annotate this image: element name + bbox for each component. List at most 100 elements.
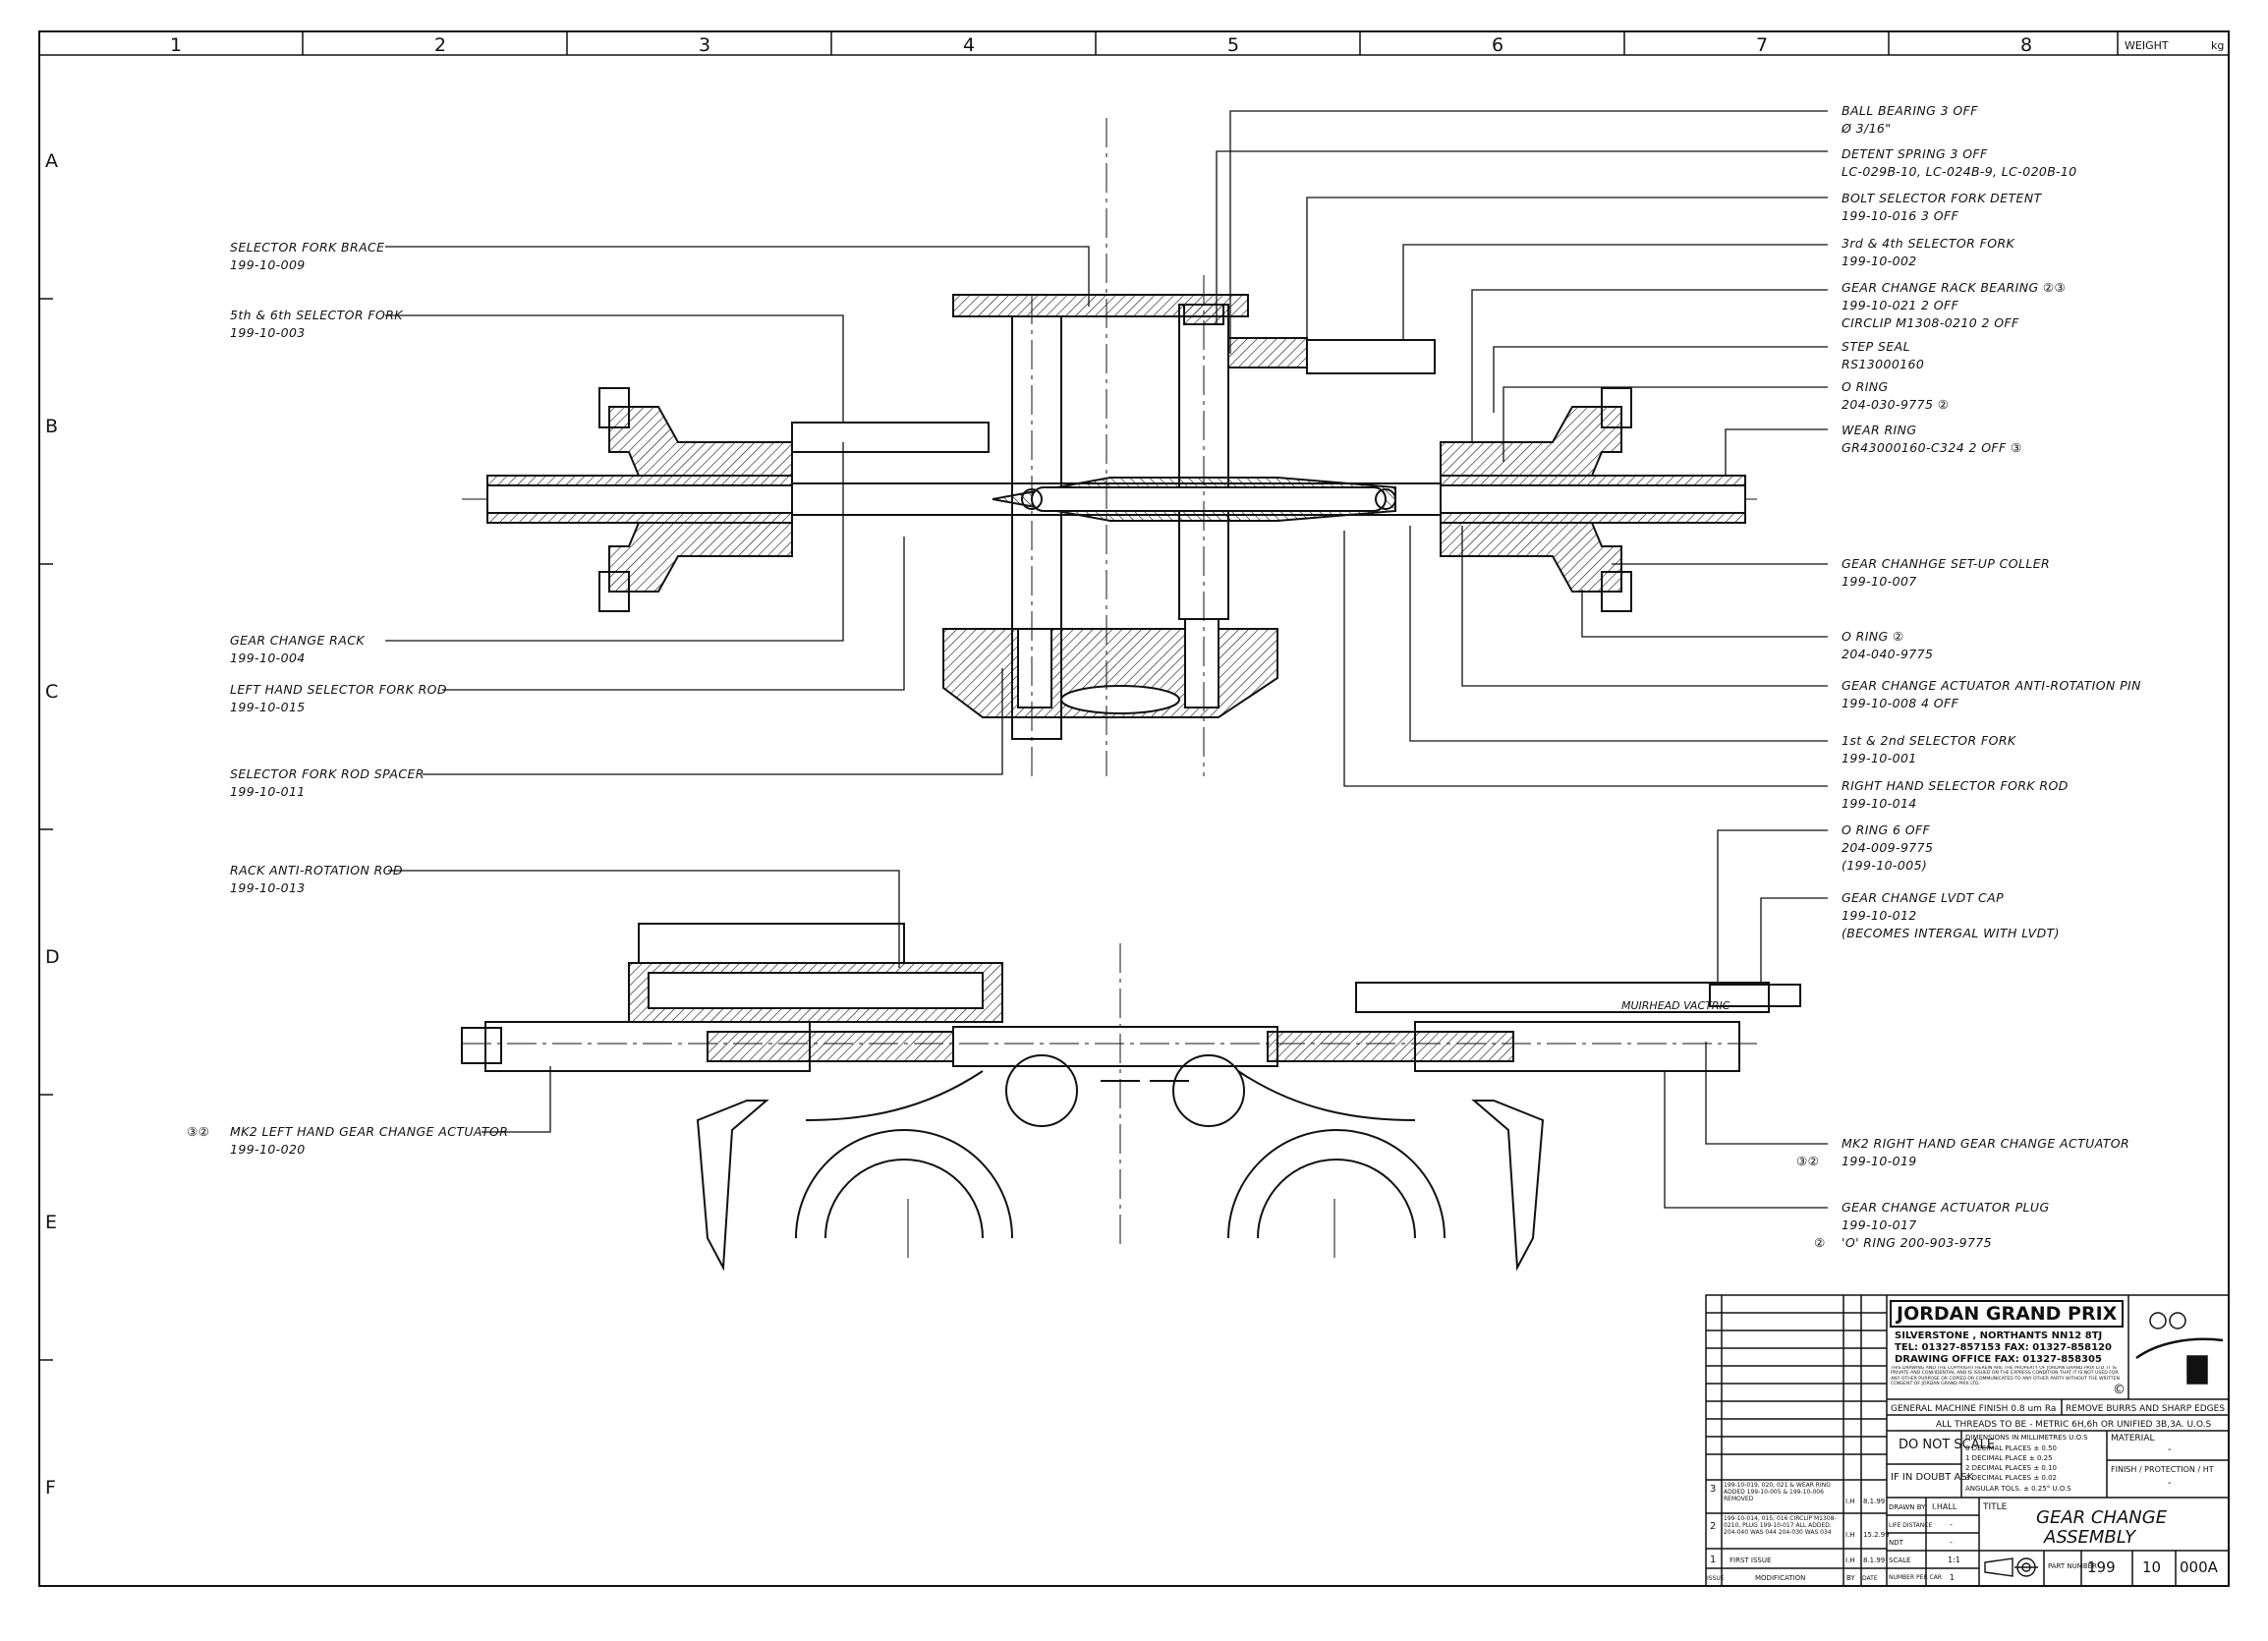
company-phone: TEL: 01327-857153 FAX: 01327-858120 bbox=[1895, 1342, 2112, 1353]
callout-detent-spring: DETENT SPRING 3 OFF LC-029B-10, LC-024B-… bbox=[1842, 146, 2077, 179]
callout-name: STEP SEAL bbox=[1842, 339, 1910, 354]
part-number-label: PART NUMBER bbox=[2048, 1562, 2097, 1570]
callout-number: 199-10-016 3 OFF bbox=[1842, 208, 1959, 223]
rev-1-by: I.H bbox=[1845, 1556, 1855, 1564]
callout-number: 199-10-019 bbox=[1842, 1154, 1917, 1168]
modification-column-header: MODIFICATION bbox=[1755, 1574, 1805, 1582]
sheet-border bbox=[38, 30, 2230, 1587]
callout-number: 204-009-9775 bbox=[1842, 840, 1933, 855]
column-label-6: 6 bbox=[1492, 34, 1503, 56]
rev-2-issue: 2 bbox=[1710, 1521, 1716, 1532]
callout-number: 199-10-009 bbox=[230, 257, 306, 272]
part-number-3: 000A bbox=[2180, 1558, 2219, 1576]
lvdt-label: MUIRHEAD VACTRIC bbox=[1621, 999, 1730, 1012]
if-in-doubt: IF IN DOUBT ASK bbox=[1891, 1472, 1974, 1483]
machine-finish: GENERAL MACHINE FINISH 0.8 um Ra bbox=[1891, 1404, 2056, 1414]
dims-tol-1: 1 DECIMAL PLACE ± 0.25 bbox=[1965, 1454, 2053, 1462]
callout-name: 3rd & 4th SELECTOR FORK bbox=[1842, 236, 2016, 251]
threads-note: ALL THREADS TO BE - METRIC 6H,6h OR UNIF… bbox=[1936, 1420, 2212, 1430]
dims-tol-angular: ANGULAR TOLS. ± 0.25° U.O.S bbox=[1965, 1485, 2071, 1493]
callout-gear-change-rack-bearing: GEAR CHANGE RACK BEARING ②③ 199-10-021 2… bbox=[1842, 280, 2066, 330]
callout-name: MK2 LEFT HAND GEAR CHANGE ACTUATOR bbox=[230, 1124, 508, 1139]
row-label-f: F bbox=[45, 1477, 56, 1499]
callout-name: WEAR RING bbox=[1842, 423, 1916, 437]
title-block bbox=[1705, 1294, 2230, 1587]
callout-selector-fork-brace: SELECTOR FORK BRACE 199-10-009 bbox=[230, 240, 384, 272]
callout-number: Ø 3/16" bbox=[1841, 121, 1891, 136]
scale-label: SCALE bbox=[1889, 1556, 1910, 1564]
callout-gear-change-set-up-collar: GEAR CHANHGE SET-UP COLLER 199-10-007 bbox=[1842, 556, 2050, 589]
callout-ball-bearing: BALL BEARING 3 OFF Ø 3/16" bbox=[1841, 103, 1978, 136]
projection-symbol bbox=[1984, 1557, 2038, 1577]
do-not-scale: DO NOT SCALE bbox=[1899, 1438, 1995, 1452]
part-number-2: 10 bbox=[2142, 1558, 2161, 1576]
drawing-title-line1: GEAR CHANGE bbox=[2036, 1507, 2168, 1528]
callout-o-ring-009: O RING 6 OFF 204-009-9775 (199-10-005) bbox=[1842, 822, 1933, 873]
callout-name: SELECTOR FORK BRACE bbox=[230, 240, 384, 255]
issue-column-header: ISSUE bbox=[1707, 1575, 1725, 1582]
rev-1-text: FIRST ISSUE bbox=[1729, 1556, 1771, 1564]
callout-number: 199-10-011 bbox=[230, 784, 306, 799]
callout-name: 1st & 2nd SELECTOR FORK bbox=[1842, 733, 2017, 748]
weight-unit: kg bbox=[2211, 39, 2224, 52]
callout-number: 199-10-015 bbox=[230, 700, 306, 714]
callout-number: 199-10-002 bbox=[1842, 254, 1917, 268]
jordan-logo bbox=[2135, 1312, 2224, 1385]
callout-name: BOLT SELECTOR FORK DETENT bbox=[1842, 191, 2043, 205]
rev-3-by: I.H bbox=[1845, 1498, 1855, 1505]
number-per-car-value: 1 bbox=[1950, 1573, 1955, 1582]
issue-marks: ② bbox=[1814, 1235, 1826, 1250]
number-per-car-label: NUMBER PER CAR bbox=[1889, 1574, 1942, 1581]
callout-number: GR43000160-C324 2 OFF ③ bbox=[1842, 440, 2022, 455]
callout-name: O RING ② bbox=[1842, 629, 1904, 644]
ndt-value: - bbox=[1950, 1538, 1953, 1547]
row-label-c: C bbox=[45, 681, 58, 703]
callout-name: 5th & 6th SELECTOR FORK bbox=[230, 308, 404, 322]
drawing-title-line2: ASSEMBLY bbox=[2043, 1527, 2137, 1548]
callout-mk2-left-hand-actuator: ③② MK2 LEFT HAND GEAR CHANGE ACTUATOR 19… bbox=[187, 1124, 508, 1157]
callout-rack-anti-rotation-rod: RACK ANTI-ROTATION ROD 199-10-013 bbox=[230, 863, 403, 895]
callout-number: 199-10-004 bbox=[230, 651, 306, 665]
dims-tol-3: 3 DECIMAL PLACES ± 0.02 bbox=[1965, 1474, 2057, 1482]
life-label: LIFE DISTANCE bbox=[1889, 1522, 1932, 1529]
column-label-8: 8 bbox=[2020, 34, 2032, 56]
column-ticks bbox=[302, 31, 2119, 55]
callout-number: 204-040-9775 bbox=[1842, 647, 1933, 661]
rev-3-date: 8.1.99 bbox=[1863, 1498, 1885, 1505]
callout-name: LEFT HAND SELECTOR FORK ROD bbox=[230, 682, 447, 697]
copyright-notice: THIS DRAWING AND THE COPYRIGHT HEREIN AR… bbox=[1891, 1366, 2120, 1387]
callout-actuator-anti-rotation-pin: GEAR CHANGE ACTUATOR ANTI-ROTATION PIN 1… bbox=[1842, 678, 2141, 710]
row-labels: A B C D E F bbox=[45, 150, 60, 1499]
callout-number: 199-10-001 bbox=[1842, 751, 1917, 765]
callout-name: MK2 RIGHT HAND GEAR CHANGE ACTUATOR bbox=[1842, 1136, 2129, 1151]
life-value: - bbox=[1950, 1520, 1953, 1529]
callout-name: RIGHT HAND SELECTOR FORK ROD bbox=[1842, 778, 2069, 793]
callout-name: BALL BEARING 3 OFF bbox=[1842, 103, 1978, 118]
date-column-header: DATE bbox=[1862, 1575, 1878, 1582]
callout-number: LC-029B-10, LC-024B-9, LC-020B-10 bbox=[1842, 164, 2077, 179]
scale-value: 1:1 bbox=[1948, 1556, 1960, 1564]
ndt-label: NDT bbox=[1889, 1539, 1904, 1547]
callout-name: GEAR CHANGE LVDT CAP bbox=[1842, 890, 2004, 905]
callout-number: 199-10-017 bbox=[1842, 1217, 1917, 1232]
callout-name: O RING bbox=[1842, 379, 1889, 394]
drawn-by-label: DRAWN BY bbox=[1889, 1503, 1926, 1511]
lower-actuator-view bbox=[461, 923, 1801, 1272]
rev-3-issue: 3 bbox=[1710, 1484, 1716, 1495]
callout-number: 199-10-012 bbox=[1842, 908, 1917, 923]
by-column-header: BY bbox=[1846, 1574, 1855, 1582]
callout-right-hand-selector-fork-rod: RIGHT HAND SELECTOR FORK ROD 199-10-014 bbox=[1842, 778, 2069, 811]
material-label: MATERIAL bbox=[2111, 1434, 2155, 1443]
row-label-e: E bbox=[45, 1212, 57, 1233]
callout-number: 199-10-003 bbox=[230, 325, 306, 340]
callout-name: GEAR CHANGE RACK bbox=[230, 633, 366, 648]
callout-bolt-selector-fork-detent: BOLT SELECTOR FORK DETENT 199-10-016 3 O… bbox=[1842, 191, 2043, 223]
finish-label: FINISH / PROTECTION / HT bbox=[2111, 1465, 2214, 1474]
row-label-b: B bbox=[45, 416, 58, 437]
callout-number: 199-10-007 bbox=[1842, 574, 1917, 589]
rev-1-issue: 1 bbox=[1710, 1555, 1716, 1565]
column-label-4: 4 bbox=[963, 34, 975, 56]
row-label-a: A bbox=[45, 150, 58, 172]
callout-number: 199-10-014 bbox=[1842, 796, 1917, 811]
callout-number: 199-10-021 2 OFF bbox=[1842, 298, 1959, 312]
